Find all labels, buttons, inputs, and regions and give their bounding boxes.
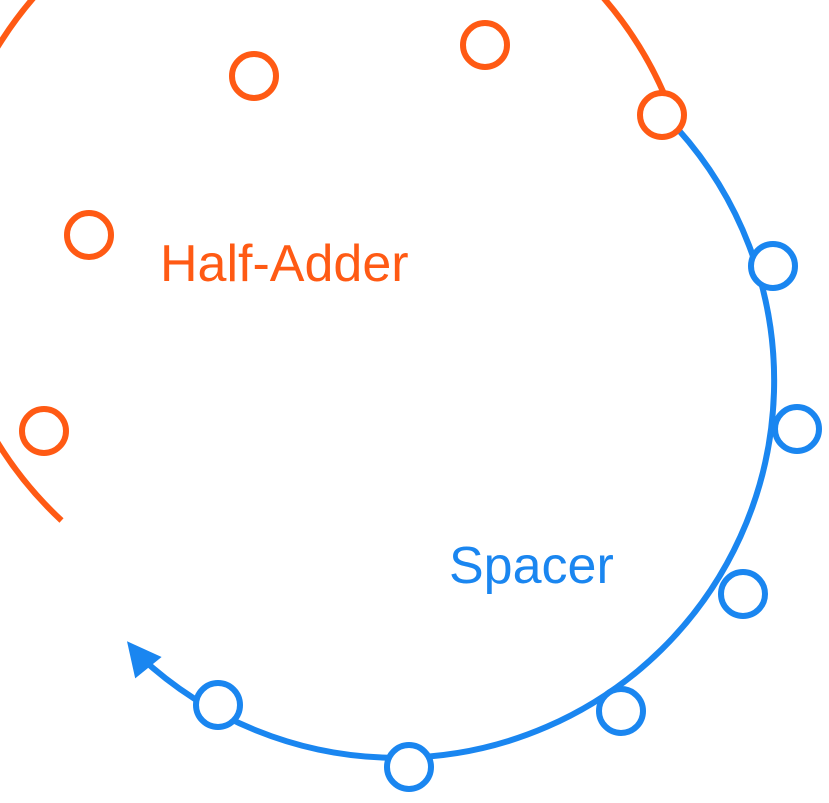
- spacer-node-1: [748, 241, 798, 291]
- cycle-direction-arrow-icon: [127, 641, 162, 679]
- state-nodes: [19, 20, 822, 792]
- spacer-node-2: [772, 404, 822, 454]
- spacer-label: Spacer: [449, 537, 614, 595]
- half-adder-node-1: [19, 406, 69, 456]
- half-adder-label: Half-Adder: [160, 235, 409, 293]
- spacer-node-3: [718, 569, 768, 619]
- half-adder-node-2: [64, 210, 114, 260]
- blue-arc-group: [127, 126, 778, 761]
- spacer-arc: [137, 126, 778, 761]
- spacer-node-4: [596, 686, 646, 736]
- half-adder-node-3: [229, 51, 279, 101]
- half-adder-node-5: [637, 90, 687, 140]
- spacer-node-5: [384, 742, 434, 792]
- spacer-node-6: [193, 680, 243, 730]
- half-adder-node-4: [460, 20, 510, 70]
